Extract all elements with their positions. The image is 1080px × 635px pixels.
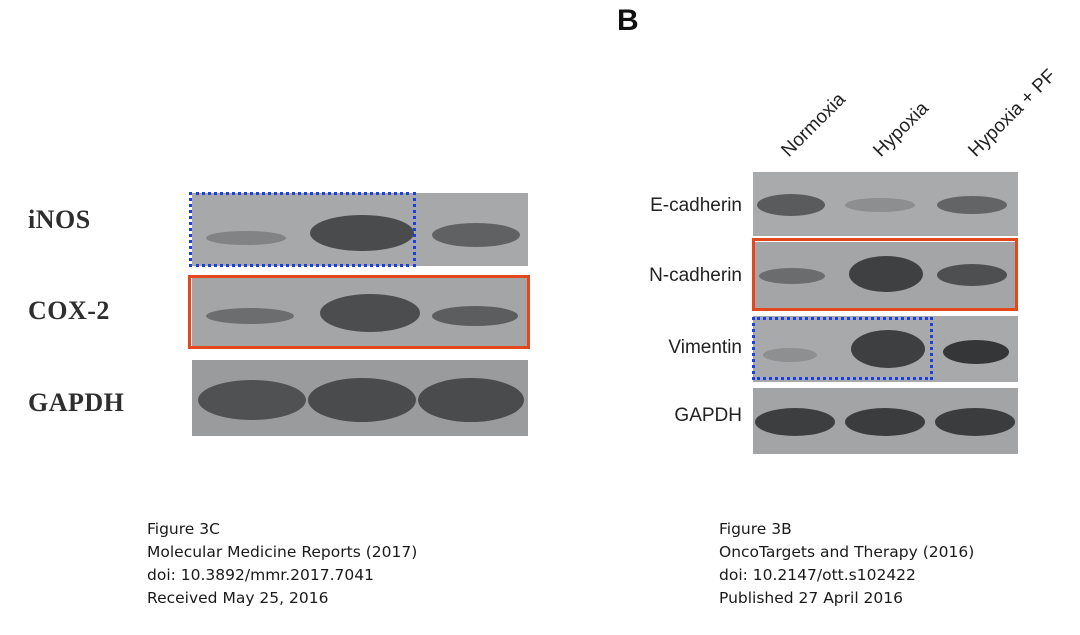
blot-strip-e-cadherin	[753, 172, 1018, 236]
caption-doi: doi: 10.2147/ott.s102422	[719, 566, 916, 584]
band	[845, 198, 915, 212]
band	[943, 340, 1009, 364]
band	[759, 268, 825, 284]
red-highlight-n-cadherin	[752, 238, 1018, 311]
blot-strip-gapdh	[192, 360, 528, 436]
band	[845, 408, 925, 436]
band	[310, 215, 414, 251]
row-label-n-cadherin: N-cadherin	[649, 265, 742, 286]
caption-date: Published 27 April 2016	[719, 589, 904, 607]
row-label-e-cadherin: E-cadherin	[650, 195, 742, 216]
row-label-gapdh: GAPDH	[674, 405, 742, 426]
band	[755, 408, 835, 436]
blue-dotted-highlight-inos	[189, 192, 416, 267]
band	[937, 264, 1007, 286]
caption-journal: Molecular Medicine Reports (2017)	[147, 543, 418, 561]
caption-figure-label: Figure 3C	[147, 520, 220, 538]
red-highlight-cox2	[188, 275, 530, 349]
blue-dotted-highlight-vimentin	[752, 317, 933, 380]
row-label-inos: iNOS	[28, 205, 91, 234]
band	[308, 378, 416, 422]
blot-strip-gapdh-right	[753, 388, 1018, 454]
blot-strip-cox2	[192, 276, 528, 348]
band	[849, 256, 923, 292]
band	[937, 196, 1007, 214]
blot-strip-inos	[192, 193, 528, 266]
left-caption: Figure 3C Molecular Medicine Reports (20…	[147, 518, 417, 610]
row-label-vimentin: Vimentin	[668, 337, 742, 358]
right-caption: Figure 3B OncoTargets and Therapy (2016)…	[719, 518, 974, 610]
band	[206, 308, 294, 324]
band	[763, 348, 817, 362]
band	[432, 223, 520, 247]
blot-strip-vimentin	[753, 316, 1018, 382]
band	[206, 231, 286, 245]
row-label-cox2: COX-2	[28, 296, 110, 325]
column-label-hypoxia-pf: Hypoxia + PF	[964, 65, 1061, 162]
caption-figure-label: Figure 3B	[719, 520, 792, 538]
caption-doi: doi: 10.3892/mmr.2017.7041	[147, 566, 374, 584]
column-label-normoxia: Normoxia	[777, 88, 850, 162]
band	[757, 194, 825, 216]
caption-date: Received May 25, 2016	[147, 589, 329, 607]
row-label-gapdh: GAPDH	[28, 388, 125, 417]
panel-letter: B	[617, 4, 639, 37]
column-label-hypoxia: Hypoxia	[869, 97, 933, 162]
band	[851, 330, 925, 368]
band	[432, 306, 518, 326]
caption-journal: OncoTargets and Therapy (2016)	[719, 543, 975, 561]
band	[418, 378, 524, 422]
band	[935, 408, 1015, 436]
band	[198, 380, 306, 420]
band	[320, 294, 420, 332]
blot-strip-n-cadherin	[753, 242, 1018, 308]
